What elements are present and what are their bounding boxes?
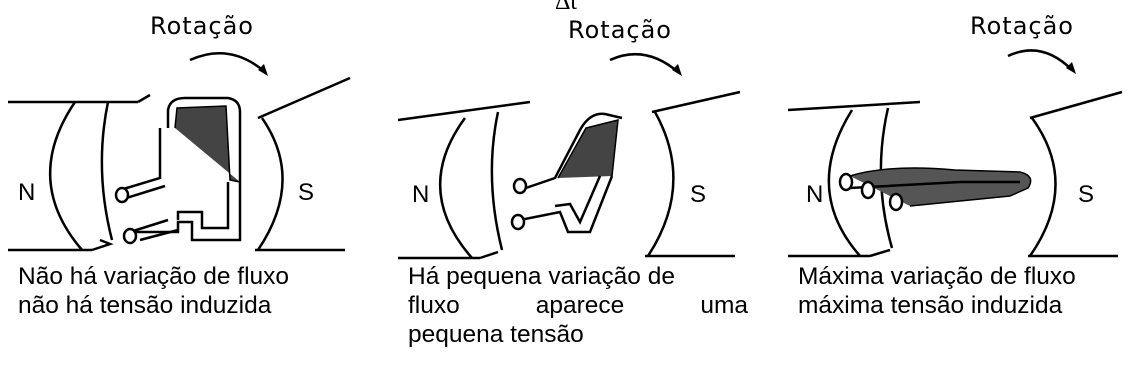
rotation-arrow-icon xyxy=(609,52,679,73)
panel-small-flux-change: Rotação N S Há pequena variação de xyxy=(390,0,770,392)
rotation-arrowhead-icon xyxy=(672,64,682,76)
generator-diagram-1: Rotação N S xyxy=(8,12,351,252)
caption-justified-line: fluxo aparece uma xyxy=(408,291,748,320)
generator-diagram-2: Rotação N S xyxy=(397,16,741,260)
rotation-label: Rotação xyxy=(568,16,672,44)
generator-diagram-3: Rotação N S xyxy=(787,12,1123,258)
caption-panel-3: Máxima variação de fluxo máxima tensão i… xyxy=(798,262,1143,320)
rotation-arrowhead-icon xyxy=(1066,62,1076,74)
panel-max-flux-change: Rotação N S Máxima variação de fluxo máx… xyxy=(780,0,1143,392)
rotation-label: Rotação xyxy=(970,12,1074,40)
north-pole-magnet xyxy=(8,93,151,252)
caption-line: Há pequena variação de xyxy=(408,263,675,290)
south-pole-magnet xyxy=(1028,90,1123,258)
rotation-arrow-icon xyxy=(1007,49,1073,71)
caption-line: Não há variação de fluxo xyxy=(18,263,290,290)
south-pole-label: S xyxy=(298,179,314,206)
north-pole-magnet xyxy=(397,100,531,260)
south-pole-magnet xyxy=(645,90,741,258)
south-pole-label: S xyxy=(1078,181,1094,208)
caption-line: Máxima variação de fluxo xyxy=(798,263,1076,290)
coil-vertical xyxy=(114,96,242,245)
coil-tilted xyxy=(510,112,623,234)
caption-line: máxima tensão induzida xyxy=(798,292,1063,319)
rotation-arrow-icon xyxy=(189,52,266,73)
rotation-label: Rotação xyxy=(150,12,254,40)
caption-word: fluxo xyxy=(408,292,460,319)
caption-word: uma xyxy=(700,292,748,319)
cropped-formula-fragment: Δt xyxy=(555,0,578,15)
panel-no-flux-change: Rotação N S xyxy=(0,0,380,392)
rotation-arrowhead-icon xyxy=(258,64,268,76)
caption-line: não há tensão induzida xyxy=(18,292,272,319)
caption-panel-1: Não há variação de fluxo não há tensão i… xyxy=(18,262,358,320)
south-pole-label: S xyxy=(690,181,706,208)
north-pole-label: N xyxy=(18,179,35,206)
north-pole-label: N xyxy=(806,181,823,208)
north-pole-label: N xyxy=(412,181,429,208)
caption-word: aparece xyxy=(535,292,625,319)
caption-panel-2: Há pequena variação de fluxo aparece uma… xyxy=(408,262,748,349)
south-pole-magnet xyxy=(255,76,351,252)
coil-horizontal xyxy=(838,167,1032,212)
caption-line: pequena tensão xyxy=(408,321,584,348)
